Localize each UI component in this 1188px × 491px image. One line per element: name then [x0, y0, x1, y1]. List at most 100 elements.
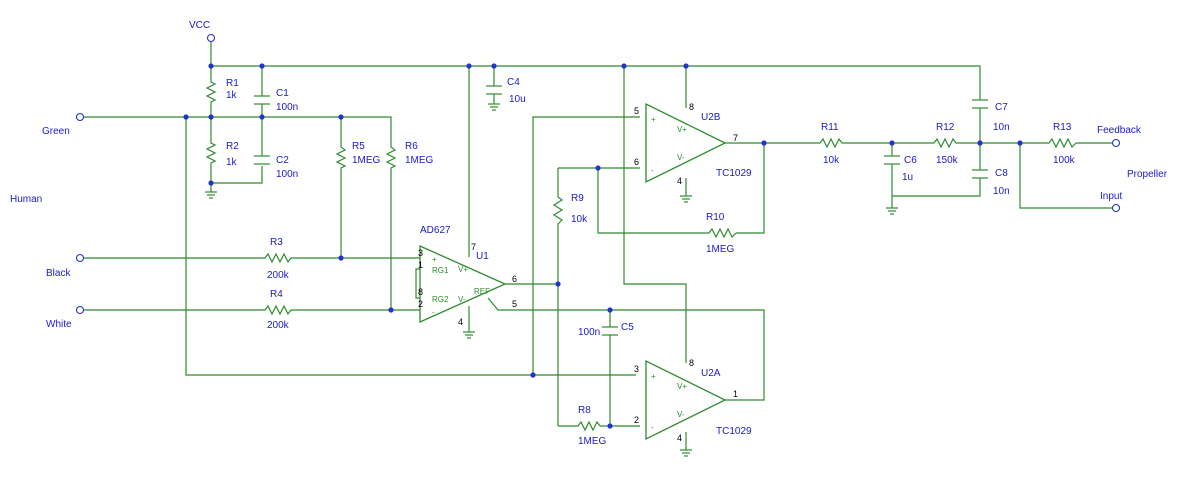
capacitor-c2 [254, 155, 270, 165]
resistor-r2 [205, 140, 217, 166]
r9-value: 10k [571, 214, 588, 225]
u2b-pin-5: 5 [634, 106, 639, 116]
c7-value: 10n [993, 122, 1010, 133]
green-label: Green [42, 126, 70, 137]
input-label: Input [1100, 191, 1122, 202]
c2-value: 100n [276, 169, 298, 180]
u1-ref: U1 [476, 251, 489, 262]
capacitor-c5 [602, 326, 618, 336]
labels: VCC Green Human Black White Feedback Pro… [10, 20, 1168, 447]
junction-dots [183, 63, 1023, 429]
r12-ref: R12 [936, 122, 955, 133]
wires [84, 42, 1112, 450]
ground-icon [205, 191, 217, 199]
u2b-vminus-label: V- [677, 153, 685, 162]
u1-pin-8: 8 [418, 287, 423, 297]
u2b-part: TC1029 [716, 168, 752, 179]
input-terminal [1111, 203, 1121, 213]
u2a-minus-label: - [651, 423, 654, 432]
u2b-pin-8: 8 [689, 102, 694, 112]
resistor-r3 [262, 252, 294, 264]
r4-ref: R4 [270, 289, 283, 300]
u2b-vplus-label: V+ [677, 125, 687, 134]
u2a-pin-4: 4 [677, 433, 682, 443]
c8-ref: C8 [995, 168, 1008, 179]
resistor-r1 [205, 80, 217, 104]
green-terminal [75, 112, 85, 122]
black-terminal [75, 253, 85, 263]
ground-symbols [205, 103, 898, 457]
capacitor-c1 [254, 95, 270, 105]
u2a-ref: U2A [701, 368, 721, 379]
u1-rg1-label: RG1 [432, 266, 449, 275]
r4-value: 200k [267, 320, 290, 331]
u1-rg2-label: RG2 [432, 295, 449, 304]
terminals [75, 33, 1121, 315]
r2-ref: R2 [226, 141, 239, 152]
c6-ref: C6 [904, 155, 917, 166]
amplifier-u2a: + - V+ V- 3 2 1 8 4 U2A TC1029 [634, 358, 752, 443]
vcc-terminal [206, 33, 216, 43]
u1-pin-3: 3 [418, 248, 423, 258]
u2b-minus-label: - [651, 166, 654, 175]
white-label: White [46, 319, 72, 330]
resistor-r10 [706, 227, 737, 239]
r10-value: 1MEG [706, 244, 735, 255]
u1-pin-1: 1 [418, 260, 423, 270]
c7-ref: C7 [995, 102, 1008, 113]
r11-ref: R11 [821, 122, 839, 133]
amplifier-u1: + RG1 RG2 - V+ V- REF 3 1 8 2 7 6 5 4 U1… [418, 225, 517, 327]
u2a-pin-3: 3 [634, 364, 639, 374]
resistor-r12 [932, 137, 958, 149]
u1-plus-label: + [432, 255, 437, 264]
u2a-part: TC1029 [716, 426, 752, 437]
u1-pin-4: 4 [458, 317, 463, 327]
r2-value: 1k [226, 157, 238, 168]
u2b-pin-7: 7 [733, 133, 738, 143]
r6-ref: R6 [405, 141, 418, 152]
resistor-r11 [818, 137, 844, 149]
resistor-r9 [552, 194, 564, 233]
vcc-label: VCC [189, 20, 210, 31]
propeller-label: Propeller [1127, 169, 1168, 180]
black-label: Black [46, 268, 71, 279]
u1-ref-label: REF [474, 287, 490, 296]
u2a-plus-label: + [651, 372, 656, 381]
c4-ref: C4 [507, 77, 520, 88]
r3-ref: R3 [270, 237, 283, 248]
capacitor-c8 [972, 169, 988, 179]
u2b-pin-6: 6 [634, 157, 639, 167]
u2b-pin-4: 4 [677, 176, 682, 186]
resistor-r8 [576, 420, 601, 432]
u2a-pin-1: 1 [733, 389, 738, 399]
u2a-vplus-label: V+ [677, 382, 687, 391]
r5-ref: R5 [352, 141, 365, 152]
u2a-pin-2: 2 [634, 415, 639, 425]
r10-ref: R10 [706, 212, 725, 223]
u1-pin-5: 5 [512, 299, 517, 309]
u2b-plus-label: + [651, 115, 656, 124]
r8-value: 1MEG [578, 436, 607, 447]
ground-icon [886, 207, 898, 215]
u1-pin-6: 6 [512, 274, 517, 284]
ground-icon [680, 449, 692, 457]
c5-value: 100n [578, 327, 600, 338]
u1-part: AD627 [420, 225, 451, 236]
feedback-terminal [1111, 138, 1121, 148]
resistor-r6 [385, 145, 397, 170]
u1-minus-label: - [432, 308, 435, 317]
r12-value: 150k [936, 155, 959, 166]
capacitors [254, 85, 988, 336]
ground-icon [680, 195, 692, 203]
human-label: Human [10, 194, 42, 205]
white-terminal [75, 305, 85, 315]
c2-ref: C2 [276, 155, 289, 166]
r13-value: 100k [1053, 155, 1076, 166]
resistor-r4 [262, 304, 294, 316]
capacitor-c4 [486, 85, 502, 95]
c6-value: 1u [902, 172, 913, 183]
c8-value: 10n [993, 186, 1010, 197]
r11-value: 10k [823, 155, 840, 166]
c1-ref: C1 [276, 88, 289, 99]
